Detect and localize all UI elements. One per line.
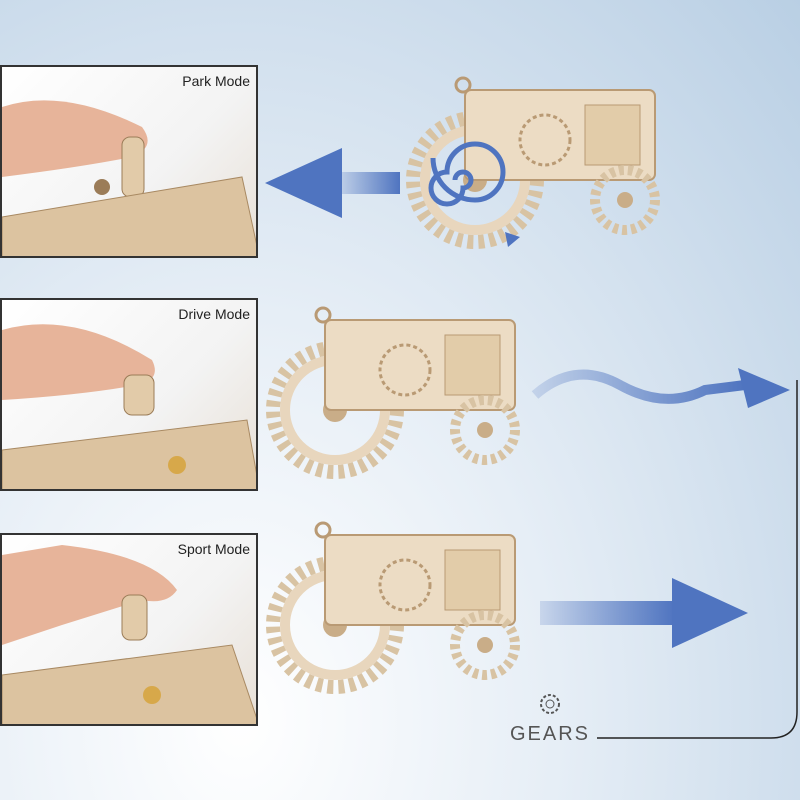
park-arrow-icon [265,148,400,218]
drive-wave-arrow-icon [531,368,790,408]
drive-mode-photo: Drive Mode [0,298,258,491]
hand-lever-image [2,100,256,256]
spiral-icon [428,141,506,207]
tractor-model [273,308,515,472]
brand-logo: GEARS [505,690,595,746]
gear-icon [540,694,560,714]
mode-label: Drive Mode [178,306,250,322]
brand-logo-text: GEARS [509,723,591,745]
hand-lever-image [2,545,256,724]
bracket-line [597,380,798,739]
sport-arrow-icon [540,578,748,648]
mode-label: Park Mode [182,73,250,89]
mode-label: Sport Mode [177,541,250,557]
hand-lever-image [2,324,256,489]
tractor-model [273,523,515,687]
park-mode-photo: Park Mode [0,65,258,258]
sport-mode-photo: Sport Mode [0,533,258,726]
